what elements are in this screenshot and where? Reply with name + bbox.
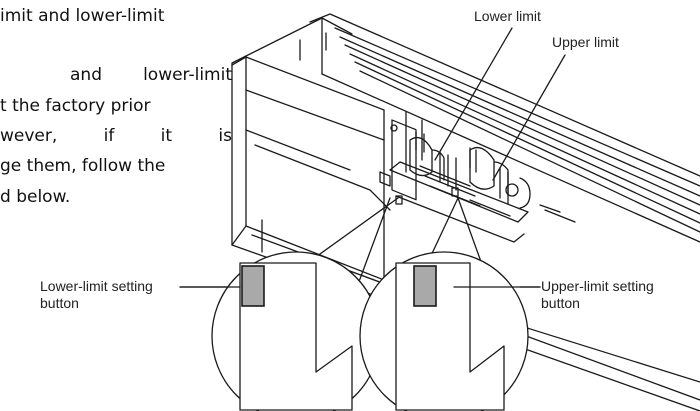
- paragraph-line-5: ge them, follow the: [0, 156, 166, 176]
- upper-limit-setting-label-line1: Upper-limit setting: [541, 278, 654, 294]
- paragraph-line-6: d below.: [0, 187, 71, 207]
- paragraph-line-2: and lower-limit: [70, 65, 232, 85]
- lower-limit-setting-label-line1: Lower-limit setting: [40, 278, 153, 294]
- upper-limit-setting-label-line2: button: [541, 295, 580, 311]
- paragraph-line-4: wever, if it is: [0, 126, 232, 146]
- lower-limit-setting-label-line2: button: [40, 295, 79, 311]
- upper-limit-zoom-circle: [359, 251, 529, 411]
- lower-limit-zoom-circle: [211, 251, 381, 411]
- paragraph-line-1: imit and lower-limit: [0, 6, 165, 26]
- lower-limit-setting-button: [241, 265, 265, 307]
- upper-limit-label: Upper limit: [552, 34, 619, 50]
- upper-limit-setting-button: [413, 265, 437, 307]
- paragraph-line-3: t the factory prior: [0, 96, 151, 116]
- top-rail: [299, 13, 700, 243]
- lower-limit-label: Lower limit: [474, 8, 541, 24]
- limit-mechanism: [379, 111, 576, 243]
